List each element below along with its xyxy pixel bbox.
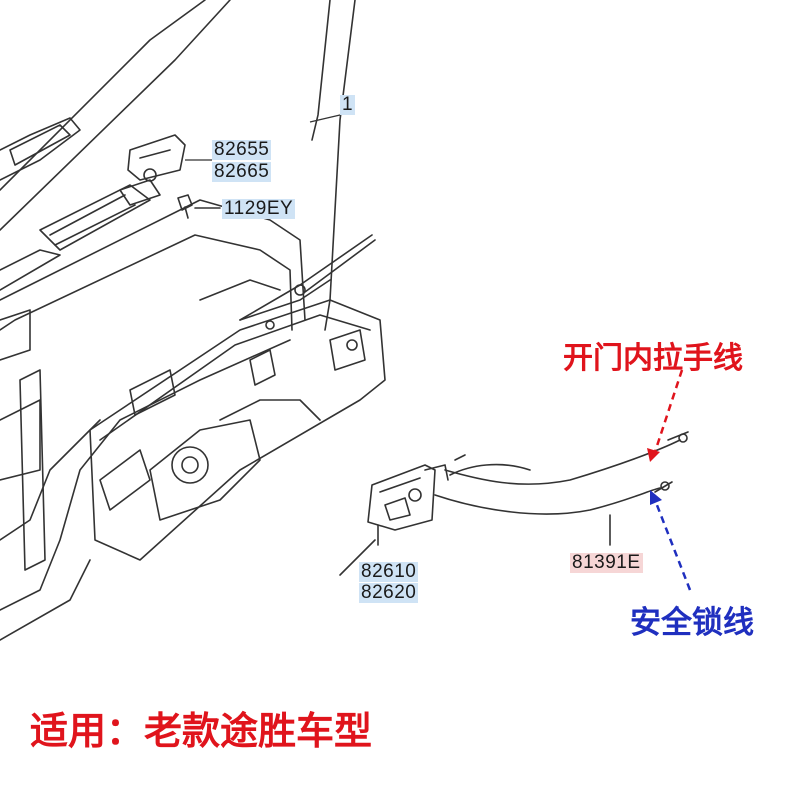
window-regulator (89, 234, 386, 561)
screw-1129EY (177, 194, 221, 219)
part-label-1129EY: 1129EY (222, 198, 296, 219)
part-label-82620: 82620 (359, 582, 419, 603)
part-label-81391E: 81391E (570, 552, 643, 573)
part-label-82655: 82655 (212, 139, 272, 160)
part-label-82610: 82610 (359, 561, 419, 582)
safety-lock-cable-label: 安全锁线 (630, 605, 754, 641)
applicable-model-label: 适用：老款途胜车型 (30, 709, 373, 753)
part-label-top-cut: 1 (340, 94, 356, 115)
part-label-82665: 82665 (212, 161, 272, 182)
door-frame (0, 0, 356, 641)
inner-handle-cable-label: 开门内拉手线 (563, 341, 743, 376)
inner-handle-82655 (119, 134, 186, 206)
inner-cable-arrow (647, 369, 684, 462)
door-trim-panel (0, 117, 151, 571)
door-latch-82610 (367, 464, 449, 546)
leader-lines (185, 114, 341, 161)
safety-cable-arrow (650, 490, 692, 591)
